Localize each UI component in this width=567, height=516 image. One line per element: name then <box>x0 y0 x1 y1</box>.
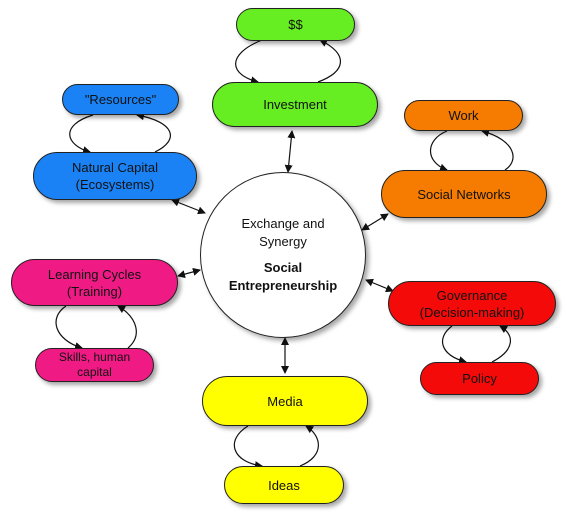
connector-center-natural-capital <box>171 198 206 215</box>
node-ideas-label: Ideas <box>268 477 300 493</box>
node-natural-capital-label: Natural Capital (Ecosystems) <box>72 160 158 192</box>
node-learning-cycles[interactable]: Learning Cycles (Training) <box>11 259 178 306</box>
node-social-networks[interactable]: Social Networks <box>381 170 547 218</box>
node-work[interactable]: Work <box>404 100 523 131</box>
node-policy[interactable]: Policy <box>420 362 539 395</box>
loop-governance-policy-b <box>491 325 511 363</box>
node-money[interactable]: $$ <box>236 8 355 41</box>
center-title: Social Entrepreneurship <box>228 260 338 293</box>
loop-resources-natural-b <box>136 112 171 153</box>
center-node-social-entrepreneurship[interactable]: Exchange and Synergy Social Entrepreneur… <box>200 172 366 338</box>
loop-money-investment-b <box>317 39 341 83</box>
node-skills-label: Skills, human capital <box>58 350 131 379</box>
center-subtitle: Exchange and Synergy <box>241 216 325 249</box>
node-policy-label: Policy <box>462 371 497 386</box>
node-money-label: $$ <box>288 17 303 32</box>
node-natural-capital[interactable]: Natural Capital (Ecosystems) <box>33 152 197 200</box>
connector-center-social-networks <box>361 213 389 231</box>
node-investment-label: Investment <box>263 97 327 112</box>
node-ideas[interactable]: Ideas <box>224 466 344 504</box>
loop-resources-natural-a <box>69 114 94 154</box>
loop-governance-policy-a <box>442 325 467 365</box>
loop-work-social-b <box>481 128 514 171</box>
loop-learning-skills-b <box>117 305 137 349</box>
node-media[interactable]: Media <box>202 376 368 426</box>
loop-media-ideas-a <box>233 425 263 470</box>
node-resources-label: "Resources" <box>84 92 157 107</box>
loop-work-social-a <box>430 130 448 172</box>
node-investment[interactable]: Investment <box>212 82 378 127</box>
loop-money-investment-a <box>235 39 263 85</box>
node-resources[interactable]: "Resources" <box>62 84 179 115</box>
node-learning-cycles-label: Learning Cycles (Training) <box>47 266 142 299</box>
connector-center-governance <box>365 278 394 293</box>
node-work-label: Work <box>448 108 479 123</box>
loop-learning-skills-a <box>55 305 83 350</box>
node-social-networks-label: Social Networks <box>417 186 511 202</box>
node-media-label: Media <box>267 393 303 409</box>
loop-media-ideas-b <box>299 425 319 467</box>
node-skills[interactable]: Skills, human capital <box>35 348 154 382</box>
node-governance[interactable]: Governance (Decision-making) <box>388 281 556 326</box>
node-governance-label: Governance (Decision-making) <box>419 287 525 320</box>
connector-center-learning-cycles <box>177 267 201 279</box>
connector-center-investment <box>284 130 296 173</box>
